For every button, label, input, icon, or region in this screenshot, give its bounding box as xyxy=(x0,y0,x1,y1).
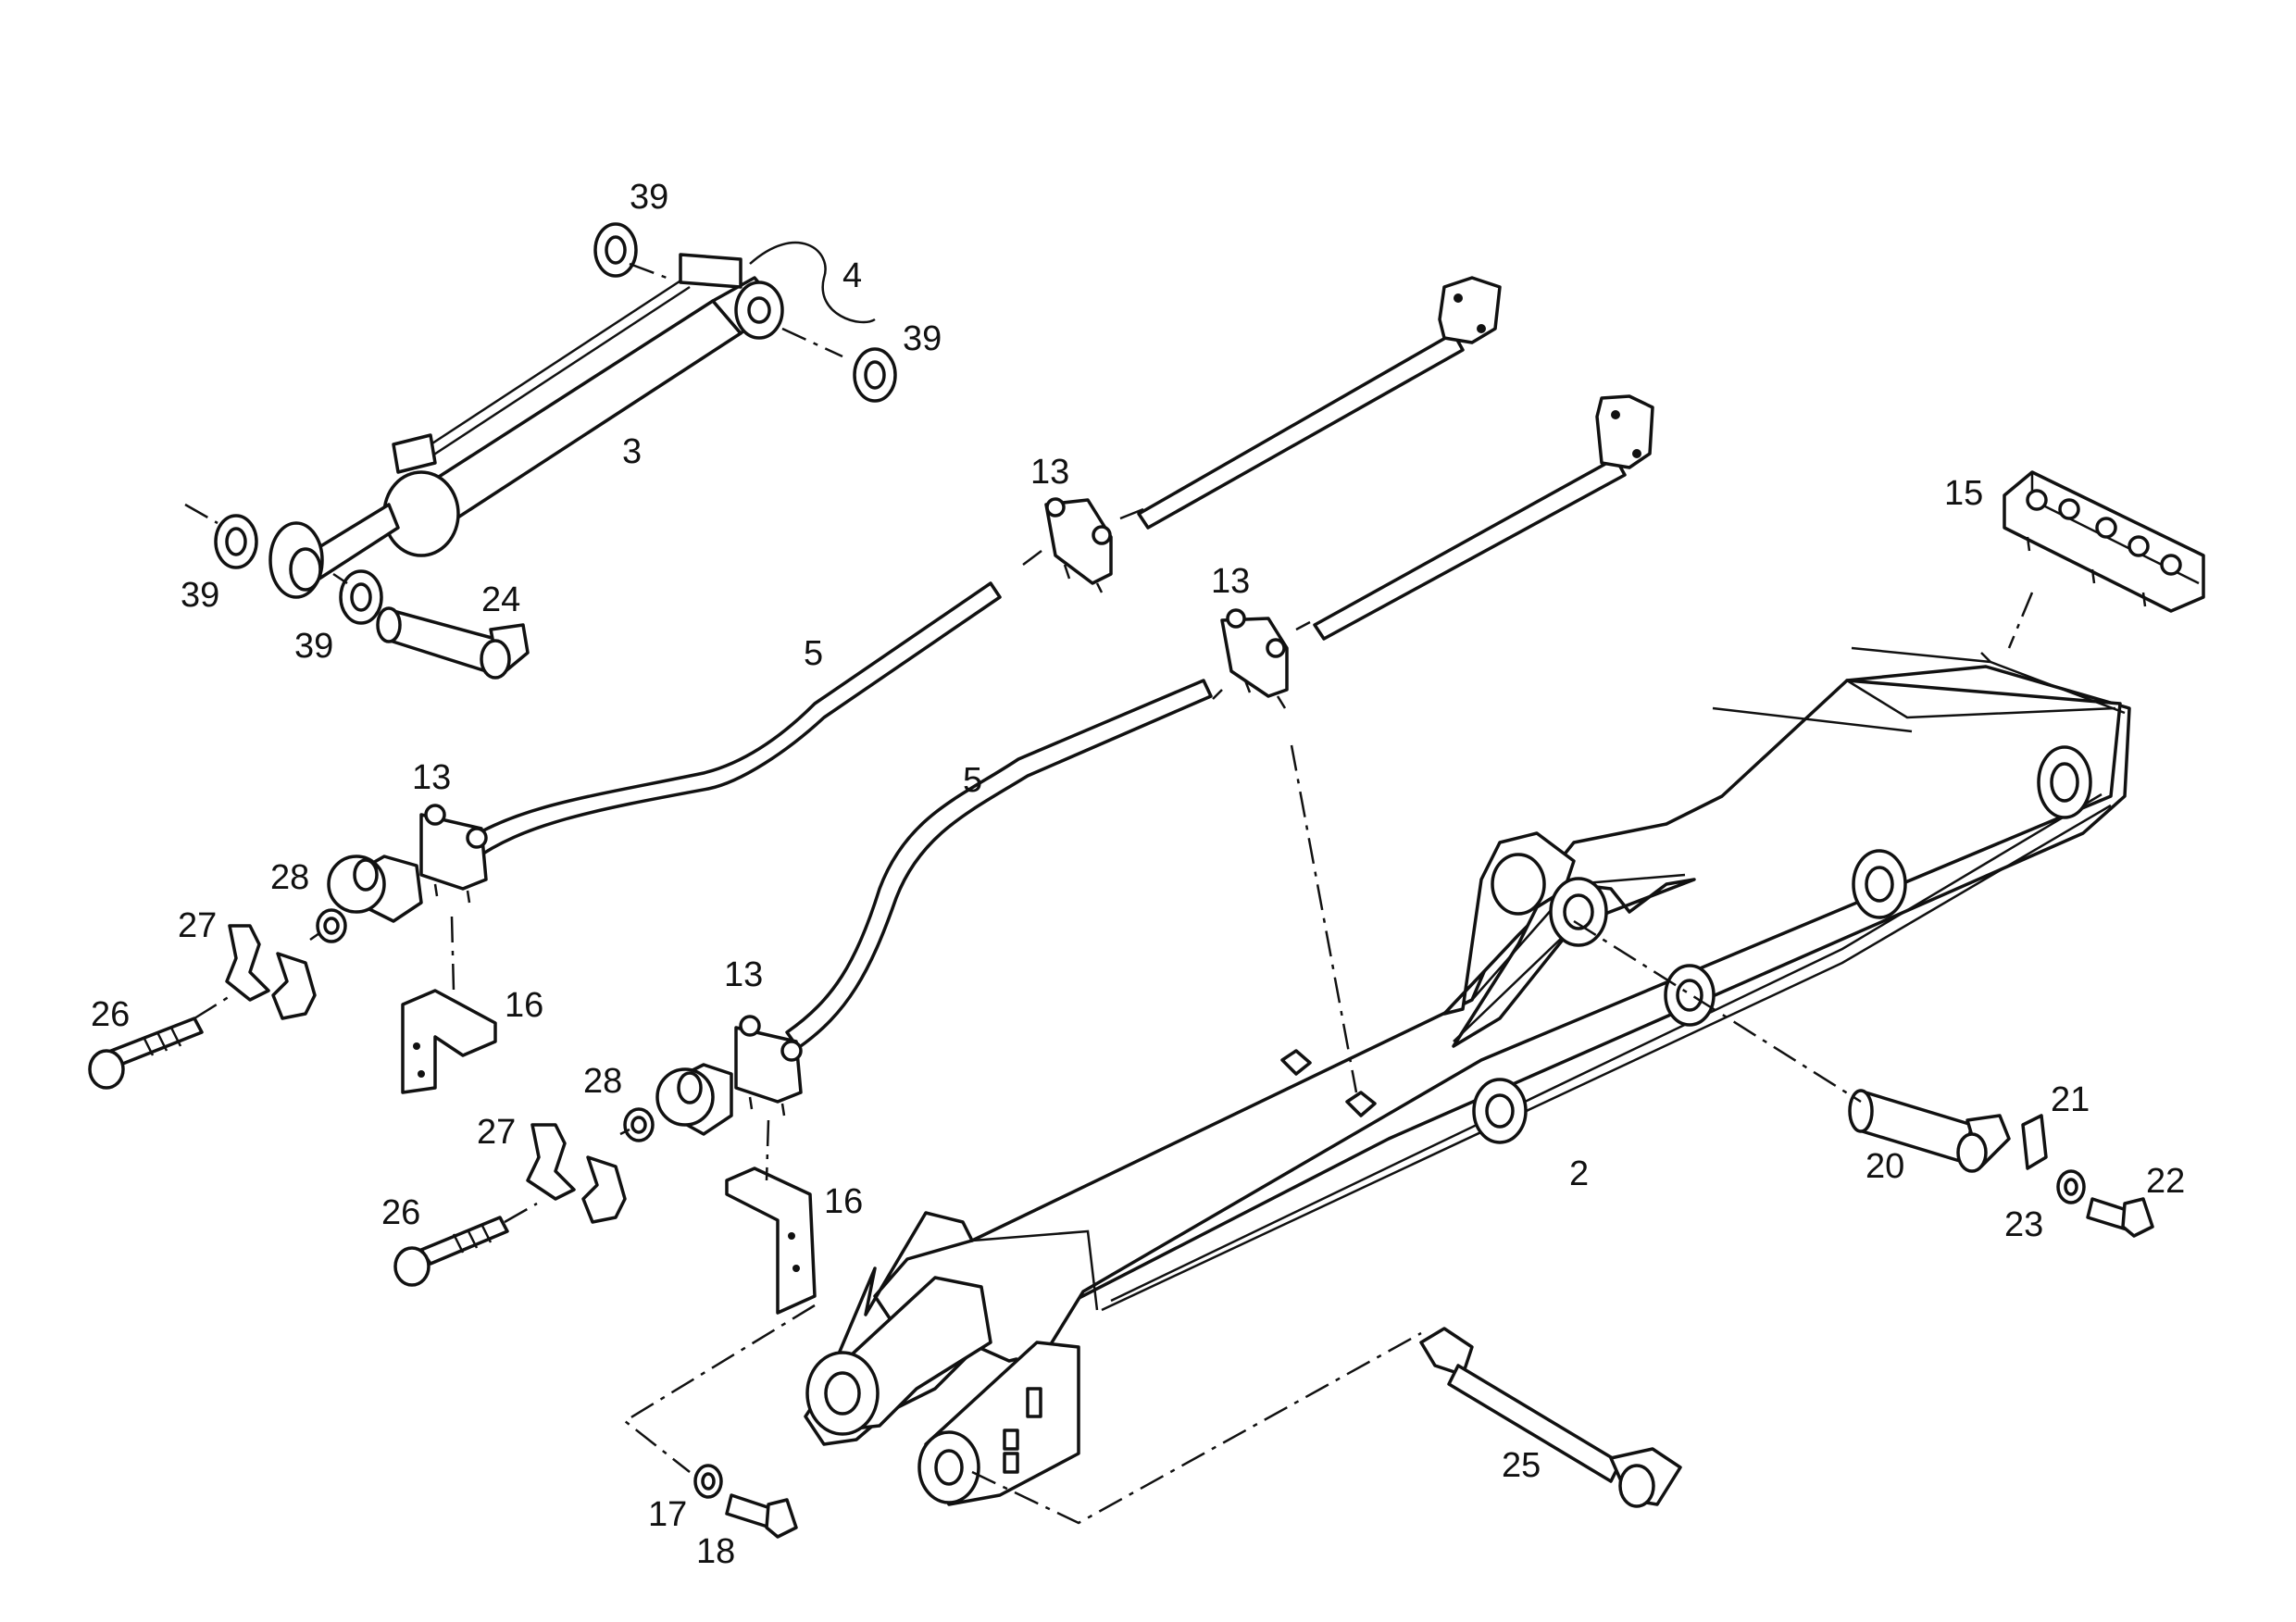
callout-27-upper: 27 xyxy=(178,906,217,945)
clamp-13-a xyxy=(1044,497,1113,593)
washer-17 xyxy=(693,1464,723,1499)
callout-13-d: 13 xyxy=(724,955,763,994)
callout-5-upper: 5 xyxy=(804,634,823,673)
callout-13-b: 13 xyxy=(1211,562,1250,601)
callout-17: 17 xyxy=(648,1495,687,1534)
callout-20: 20 xyxy=(1866,1147,1904,1186)
bracket-16-upper xyxy=(401,989,497,1094)
pin-24 xyxy=(376,606,530,680)
callout-39-left: 39 xyxy=(181,576,219,615)
clamp-13-d xyxy=(655,1015,803,1136)
callout-labels: 39 4 39 3 39 39 24 13 13 13 13 5 5 15 28… xyxy=(91,178,2185,1571)
half-clamp-27-lower xyxy=(526,1123,627,1224)
bent-pipe-5-upper xyxy=(461,581,1002,863)
callout-3: 3 xyxy=(622,432,642,471)
callout-21: 21 xyxy=(2051,1080,2090,1119)
washer-23 xyxy=(2056,1169,2086,1204)
seal-28-lower xyxy=(623,1107,655,1142)
washer-39-left xyxy=(214,514,258,569)
callout-18: 18 xyxy=(696,1532,735,1571)
straight-pipe-upper xyxy=(1137,276,1502,530)
block-15 xyxy=(2003,470,2205,613)
callout-5-lower: 5 xyxy=(963,761,982,800)
callout-39-top: 39 xyxy=(630,178,668,217)
screw-26-lower xyxy=(393,1216,509,1287)
callout-15: 15 xyxy=(1944,474,1983,513)
callout-4: 4 xyxy=(842,256,862,295)
callout-16-lower: 16 xyxy=(824,1182,863,1221)
callout-27-lower: 27 xyxy=(477,1113,516,1152)
hydraulic-cylinder xyxy=(268,241,876,599)
clip-21 xyxy=(2021,1114,2048,1170)
bracket-16-lower xyxy=(725,1167,817,1315)
clamp-13-b xyxy=(1220,608,1289,709)
bolt-18 xyxy=(725,1493,798,1539)
callout-13-c: 13 xyxy=(412,758,451,797)
callout-26-upper: 26 xyxy=(91,995,130,1034)
callout-22: 22 xyxy=(2146,1162,2185,1201)
clamp-13-c xyxy=(327,804,488,923)
washer-39-right xyxy=(853,347,897,403)
bent-pipe-5-lower xyxy=(785,679,1213,1050)
callout-25: 25 xyxy=(1502,1446,1541,1485)
pin-20 xyxy=(1848,1089,2011,1173)
bolt-22 xyxy=(2086,1197,2154,1238)
callout-39-bottom: 39 xyxy=(294,627,333,666)
half-clamp-27-upper xyxy=(225,924,317,1020)
callout-2: 2 xyxy=(1569,1154,1589,1193)
washer-39-bottom xyxy=(339,569,383,625)
callout-24: 24 xyxy=(481,580,520,619)
callout-16-upper: 16 xyxy=(505,986,543,1025)
pin-25 xyxy=(1419,1327,1682,1508)
straight-pipe-lower xyxy=(1313,394,1654,641)
screw-26-upper xyxy=(88,1017,204,1090)
washer-39-top xyxy=(593,222,638,278)
callout-28-lower: 28 xyxy=(583,1062,622,1101)
leader-lines xyxy=(184,262,2034,1525)
callout-26-lower: 26 xyxy=(381,1193,420,1232)
boom-arm xyxy=(804,646,2131,1506)
callout-23: 23 xyxy=(2004,1205,2043,1244)
callout-39-right: 39 xyxy=(903,319,942,358)
seal-28-upper xyxy=(316,908,347,943)
callout-13-a: 13 xyxy=(1030,453,1069,492)
callout-28-upper: 28 xyxy=(270,858,309,897)
